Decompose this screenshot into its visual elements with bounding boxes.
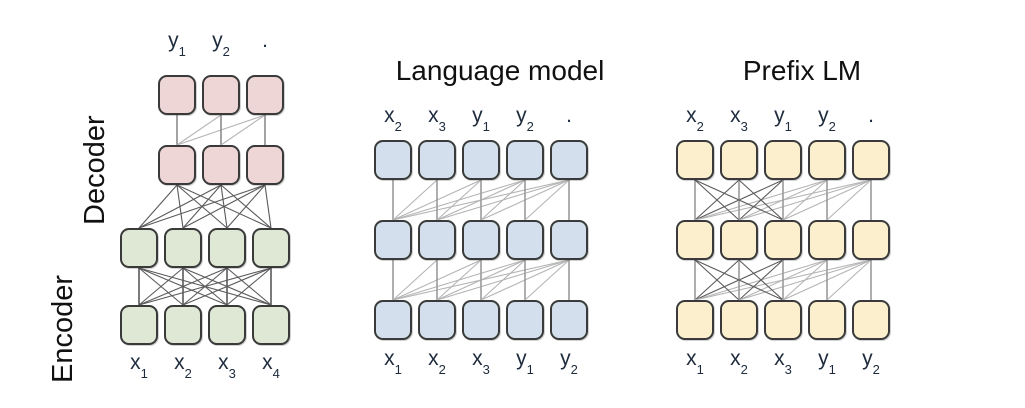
- node-lm-row-mid-1: [418, 220, 456, 260]
- node-encoder-bottom-1: [164, 305, 202, 345]
- token-top-language-model-3: y2: [516, 104, 534, 135]
- node-lm-row-top-1: [418, 140, 456, 180]
- node-prefix-row-bottom-2: [764, 300, 802, 340]
- node-encoder-top-3: [252, 228, 290, 268]
- node-prefix-row-top-4: [852, 140, 890, 180]
- token-bottom-language-model-0: x1: [384, 347, 402, 378]
- token-bottom-encoder-decoder-2: x3: [218, 351, 236, 382]
- node-lm-row-bottom-0: [374, 300, 412, 340]
- token-bottom-prefix-lm-3: y1: [818, 347, 836, 378]
- node-decoder-bottom-0: [158, 145, 196, 185]
- token-bottom-prefix-lm-2: x3: [774, 347, 792, 378]
- node-decoder-bottom-2: [246, 145, 284, 185]
- node-lm-row-mid-4: [550, 220, 588, 260]
- token-bottom-language-model-3: y1: [516, 347, 534, 378]
- node-prefix-row-top-3: [808, 140, 846, 180]
- node-decoder-top-2: [246, 75, 284, 115]
- node-prefix-row-bottom-1: [720, 300, 758, 340]
- token-top-encoder-decoder-0: y1: [168, 29, 186, 60]
- node-encoder-bottom-2: [208, 305, 246, 345]
- token-bottom-language-model-1: x2: [428, 347, 446, 378]
- node-encoder-bottom-3: [252, 305, 290, 345]
- node-lm-row-mid-0: [374, 220, 412, 260]
- token-bottom-encoder-decoder-0: x1: [130, 351, 148, 382]
- node-prefix-row-top-2: [764, 140, 802, 180]
- token-top-language-model-1: x3: [428, 104, 446, 135]
- node-lm-row-bottom-2: [462, 300, 500, 340]
- encoder-side-label: Encoder: [47, 274, 79, 383]
- node-lm-row-mid-3: [506, 220, 544, 260]
- node-prefix-row-mid-0: [676, 220, 714, 260]
- node-encoder-top-1: [164, 228, 202, 268]
- node-lm-row-top-2: [462, 140, 500, 180]
- token-bottom-language-model-2: x3: [472, 347, 490, 378]
- token-top-encoder-decoder-1: y2: [212, 29, 230, 60]
- node-prefix-row-bottom-0: [676, 300, 714, 340]
- token-top-language-model-4: .: [566, 104, 572, 127]
- node-lm-row-top-3: [506, 140, 544, 180]
- node-prefix-row-bottom-4: [852, 300, 890, 340]
- node-lm-row-mid-2: [462, 220, 500, 260]
- node-prefix-row-bottom-3: [808, 300, 846, 340]
- token-top-prefix-lm-2: y1: [774, 104, 792, 135]
- panel-title-language-model: Language model: [395, 55, 605, 86]
- node-lm-row-bottom-3: [506, 300, 544, 340]
- node-encoder-bottom-0: [120, 305, 158, 345]
- token-bottom-language-model-4: y2: [560, 347, 578, 378]
- token-bottom-encoder-decoder-1: x2: [174, 351, 192, 382]
- token-bottom-prefix-lm-0: x1: [686, 347, 704, 378]
- node-prefix-row-top-1: [720, 140, 758, 180]
- token-bottom-encoder-decoder-3: x4: [262, 351, 280, 382]
- node-decoder-top-0: [158, 75, 196, 115]
- token-bottom-prefix-lm-1: x2: [730, 347, 748, 378]
- node-prefix-row-mid-1: [720, 220, 758, 260]
- node-lm-row-top-4: [550, 140, 588, 180]
- node-decoder-top-1: [202, 75, 240, 115]
- node-prefix-row-mid-2: [764, 220, 802, 260]
- node-encoder-top-0: [120, 228, 158, 268]
- node-encoder-top-2: [208, 228, 246, 268]
- node-lm-row-top-0: [374, 140, 412, 180]
- token-top-prefix-lm-3: y2: [818, 104, 836, 135]
- node-lm-row-bottom-1: [418, 300, 456, 340]
- node-prefix-row-mid-3: [808, 220, 846, 260]
- node-prefix-row-top-0: [676, 140, 714, 180]
- node-prefix-row-mid-4: [852, 220, 890, 260]
- node-decoder-bottom-1: [202, 145, 240, 185]
- decoder-side-label: Decoder: [79, 115, 111, 225]
- token-bottom-prefix-lm-4: y2: [862, 347, 880, 378]
- token-top-prefix-lm-4: .: [868, 104, 874, 127]
- panel-title-prefix-lm: Prefix LM: [742, 55, 862, 86]
- token-top-prefix-lm-0: x2: [686, 104, 704, 135]
- token-top-language-model-2: y1: [472, 104, 490, 135]
- token-top-encoder-decoder-2: .: [262, 29, 268, 52]
- token-top-language-model-0: x2: [384, 104, 402, 135]
- token-top-prefix-lm-1: x3: [730, 104, 748, 135]
- node-lm-row-bottom-4: [550, 300, 588, 340]
